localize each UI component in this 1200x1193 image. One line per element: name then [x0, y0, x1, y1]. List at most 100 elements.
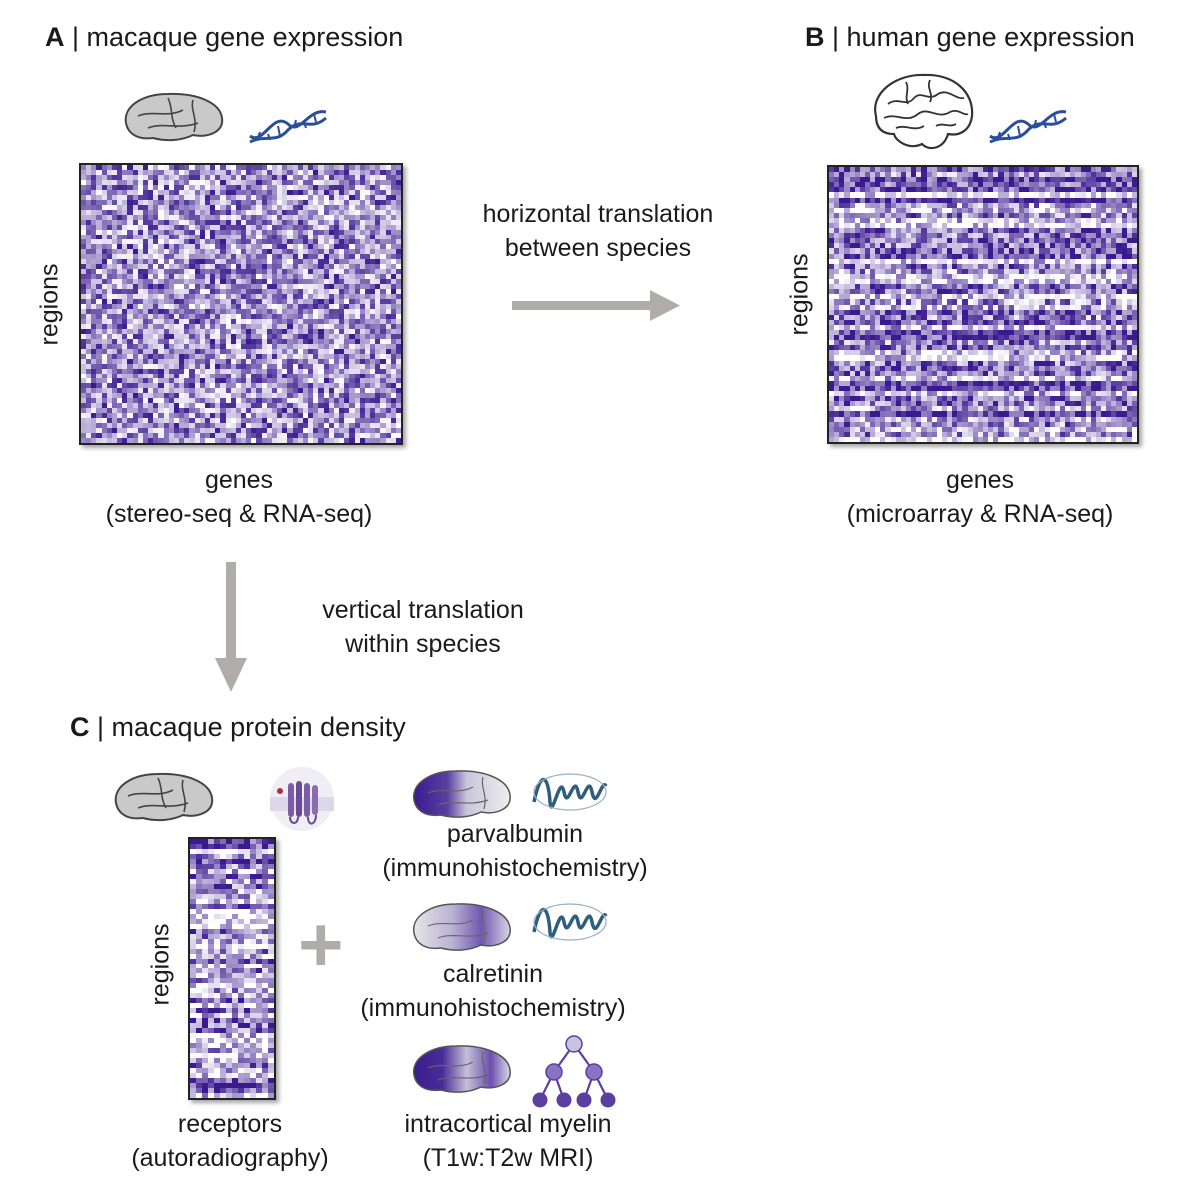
heatmap-cell: [885, 223, 891, 229]
heatmap-cell: [111, 428, 118, 434]
heatmap-cell: [158, 234, 164, 240]
heatmap-cell: [297, 348, 303, 354]
heatmap-cell: [111, 209, 118, 215]
heatmap-cell: [194, 229, 200, 235]
heatmap-cell: [86, 304, 92, 309]
heatmap-cell: [225, 184, 231, 190]
heatmap-cell: [86, 189, 92, 195]
heatmap-cell: [333, 348, 340, 354]
heatmap-cell: [111, 194, 118, 200]
heatmap-cell: [153, 169, 159, 175]
heatmap-cell: [86, 279, 92, 285]
heatmap-cell: [323, 333, 329, 339]
heatmap-cell: [199, 338, 205, 344]
heatmap-cell: [839, 289, 845, 295]
heatmap-cell: [926, 172, 932, 178]
heatmap-cell: [117, 299, 123, 304]
heatmap-cell: [370, 343, 376, 349]
heatmap-cell: [163, 184, 169, 190]
heatmap-cell: [829, 172, 835, 178]
heatmap-cell: [91, 294, 97, 300]
heatmap-cell: [982, 192, 989, 198]
heatmap-cell: [1085, 177, 1091, 183]
heatmap-cell: [132, 348, 138, 354]
heatmap-cell: [333, 184, 340, 190]
heatmap-cell: [1085, 284, 1091, 290]
heatmap-cell: [395, 398, 401, 404]
heatmap-cell: [854, 217, 860, 224]
heatmap-cell: [380, 393, 386, 399]
heatmap-cell: [839, 253, 845, 259]
heatmap-cell: [359, 254, 365, 260]
heatmap-cell: [349, 318, 355, 324]
heatmap-cell: [328, 363, 334, 369]
heatmap-cell: [318, 165, 324, 170]
heatmap-cell: [982, 258, 989, 264]
heatmap-cell: [870, 197, 876, 203]
heatmap-cell: [380, 214, 386, 220]
heatmap-cell: [240, 433, 247, 439]
heatmap-cell: [204, 418, 211, 424]
heatmap-cell: [1075, 207, 1081, 213]
heatmap-cell: [261, 209, 267, 215]
heatmap-cell: [962, 289, 968, 295]
heatmap-cell: [302, 209, 309, 215]
heatmap-cell: [266, 333, 272, 339]
heatmap-cell: [1049, 202, 1055, 208]
heatmap-cell: [122, 438, 128, 443]
heatmap-cell: [364, 299, 371, 304]
heatmap-cell: [277, 413, 283, 419]
heatmap-cell: [189, 189, 195, 195]
heatmap-cell: [921, 284, 927, 290]
heatmap-cell: [225, 438, 231, 443]
heatmap-cell: [941, 258, 948, 264]
heatmap-cell: [142, 254, 149, 260]
heatmap-cell: [142, 269, 149, 275]
heatmap-cell: [220, 373, 226, 379]
heatmap-cell: [101, 229, 107, 235]
heatmap-cell: [127, 179, 133, 185]
heatmap-cell: [163, 428, 169, 434]
heatmap-cell: [1024, 167, 1030, 173]
heatmap-cell: [261, 284, 267, 290]
heatmap-cell: [328, 184, 334, 190]
heatmap-cell: [220, 438, 226, 443]
heatmap-cell: [333, 169, 340, 175]
heatmap-cell: [1131, 197, 1137, 203]
heatmap-cell: [1018, 202, 1025, 208]
heatmap-cell: [127, 259, 133, 265]
heatmap-cell: [1116, 258, 1122, 264]
heatmap-cell: [323, 403, 329, 409]
heatmap-cell: [168, 383, 174, 389]
heatmap-cell: [282, 308, 288, 314]
heatmap-cell: [235, 224, 241, 230]
heatmap-cell: [921, 238, 927, 244]
heatmap-cell: [127, 234, 133, 240]
heatmap-cell: [101, 239, 107, 245]
heatmap-cell: [1101, 238, 1107, 244]
heatmap-cell: [297, 438, 303, 443]
heatmap-cell: [313, 249, 319, 255]
heatmap-cell: [375, 408, 381, 414]
heatmap-cell: [122, 413, 128, 419]
heatmap-cell: [194, 274, 200, 280]
heatmap-cell: [230, 304, 236, 309]
heatmap-cell: [993, 243, 999, 249]
heatmap-cell: [127, 383, 133, 389]
heatmap-cell: [936, 177, 942, 183]
heatmap-cell: [1013, 248, 1019, 254]
heatmap-cell: [122, 165, 128, 170]
heatmap-cell: [251, 174, 257, 180]
heatmap-cell: [354, 318, 360, 324]
heatmap-cell: [81, 239, 87, 245]
heatmap-cell: [952, 212, 958, 218]
heatmap-cell: [287, 408, 293, 414]
heatmap-cell: [127, 363, 133, 369]
heatmap-cell: [344, 269, 350, 275]
heatmap-cell: [111, 403, 118, 409]
heatmap-cell: [240, 229, 247, 235]
heatmap-cell: [1024, 228, 1030, 234]
heatmap-cell: [885, 263, 891, 269]
heatmap-cell: [308, 239, 314, 245]
heatmap-cell: [225, 423, 231, 429]
